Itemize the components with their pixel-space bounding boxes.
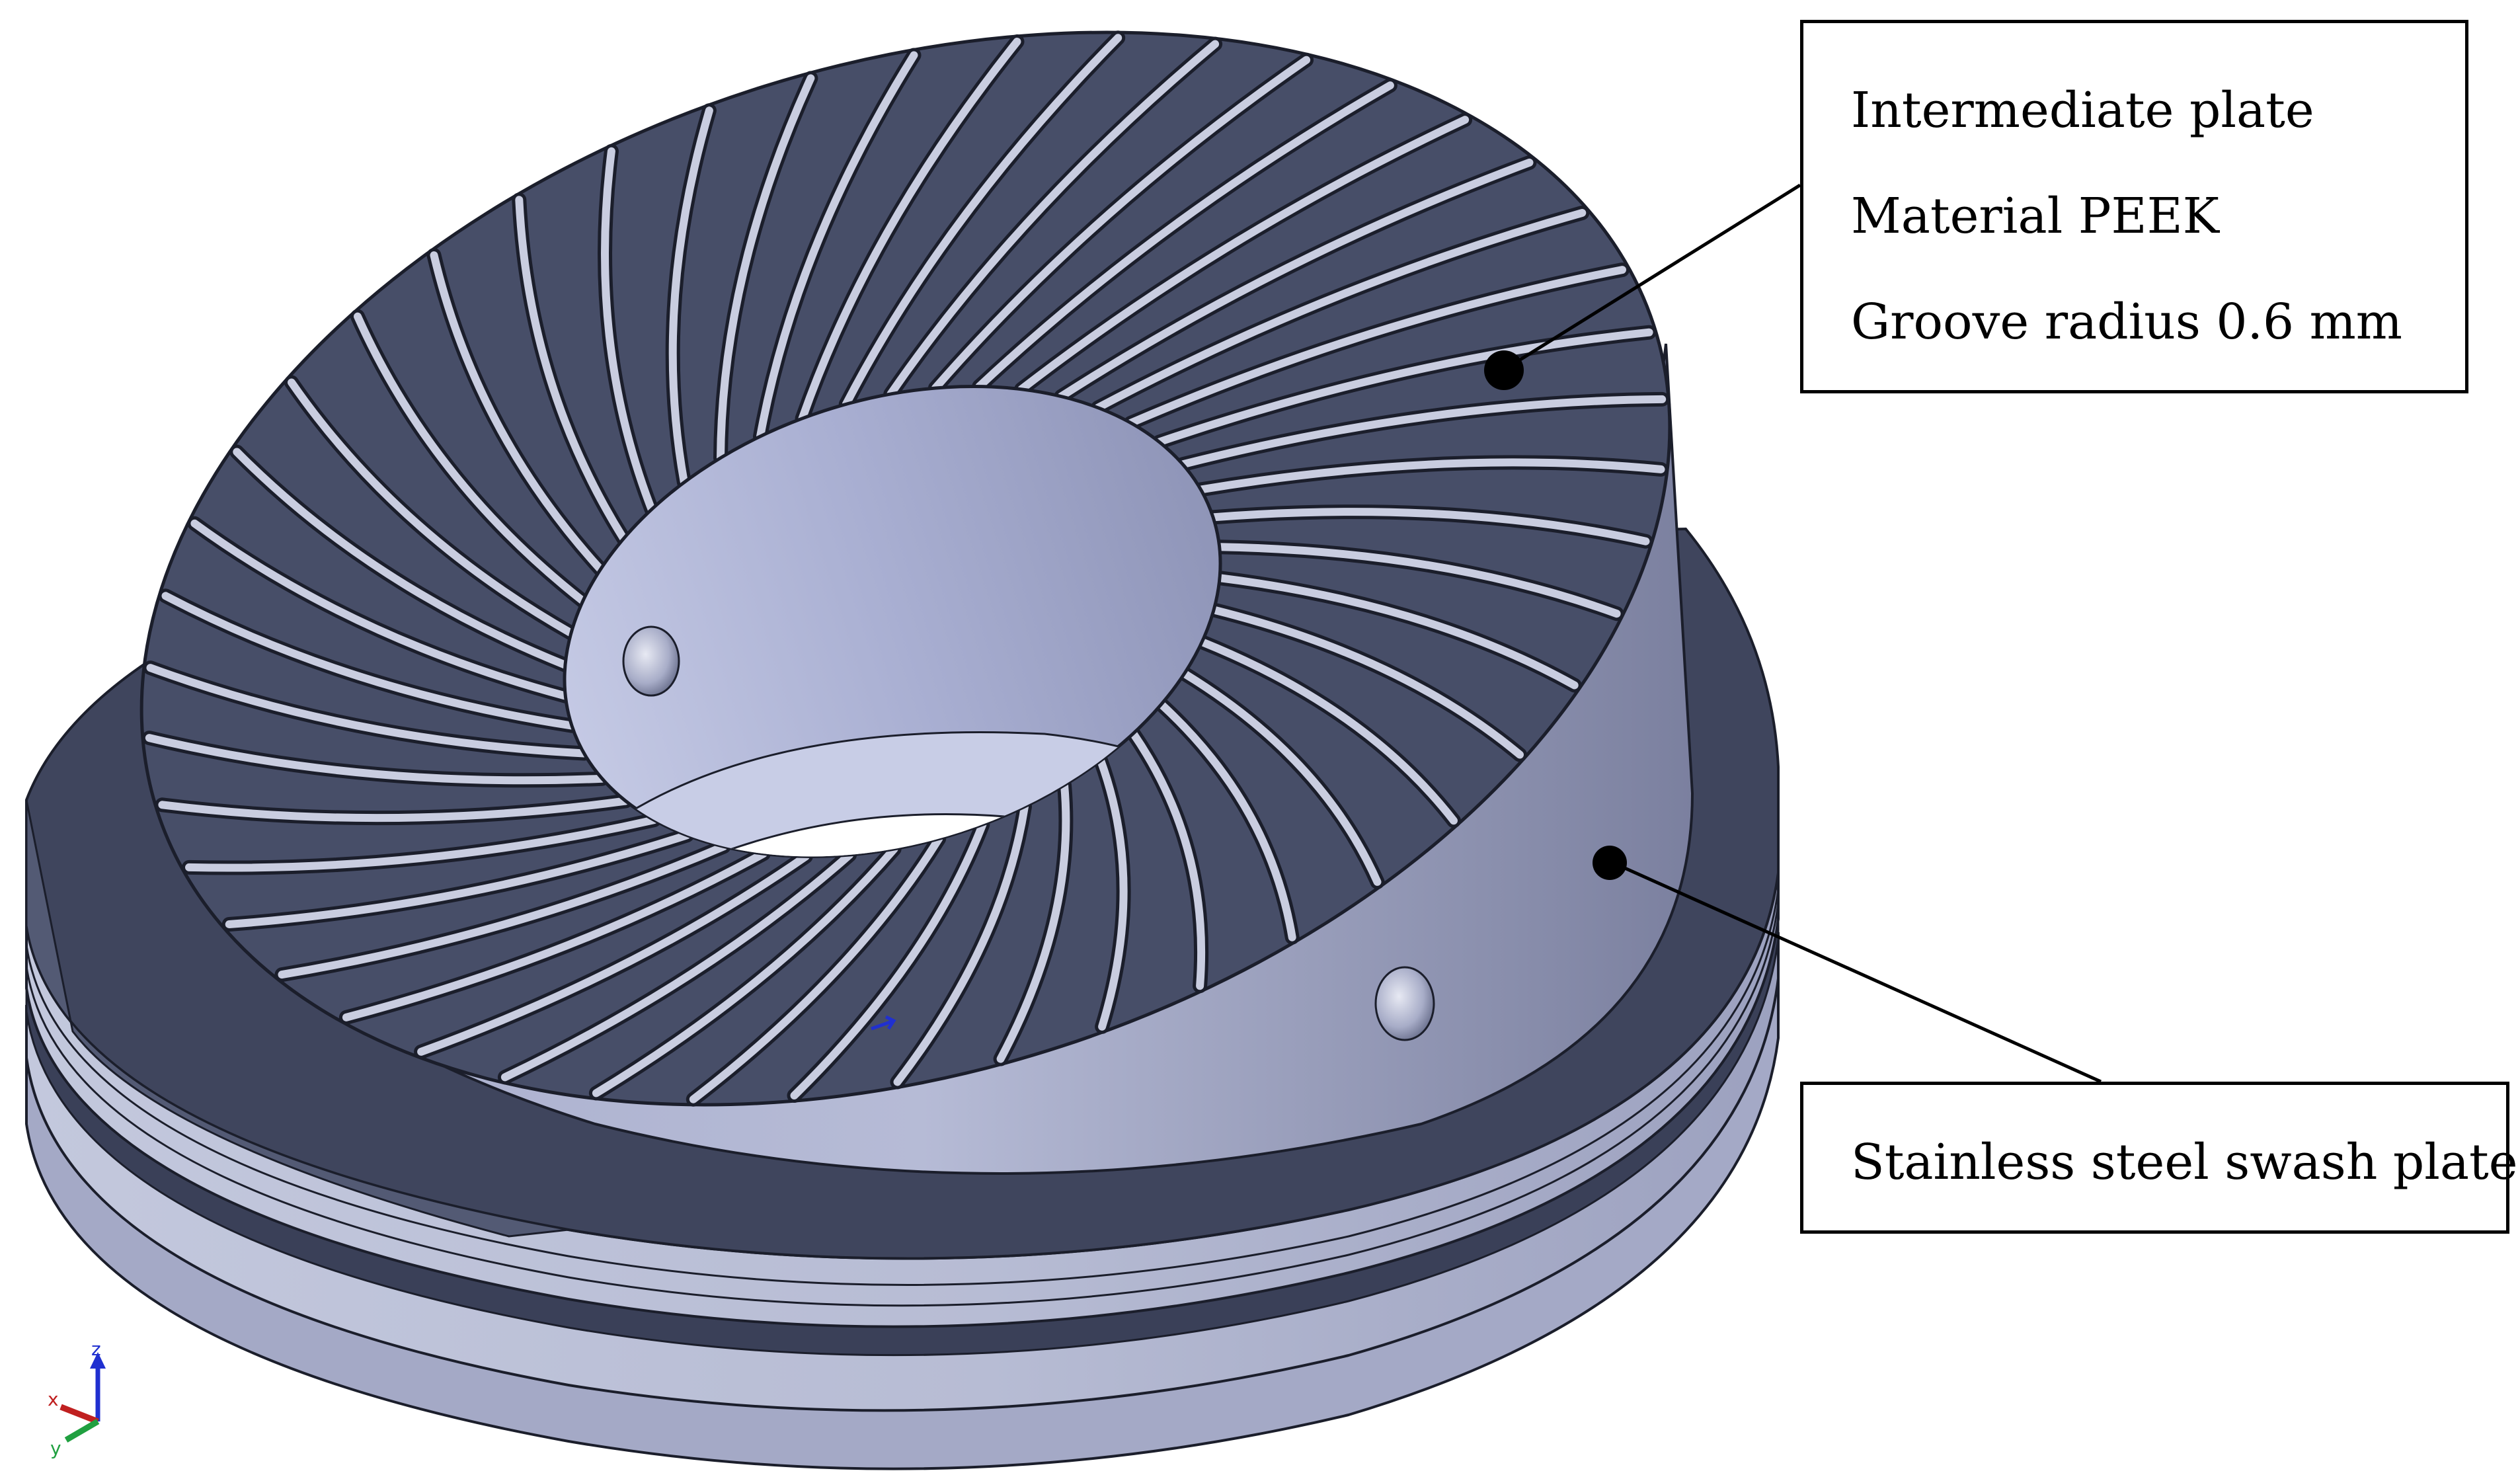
groove — [1057, 158, 1534, 401]
groove-set — [141, 30, 1670, 1107]
groove — [996, 781, 1070, 1063]
groove — [842, 34, 1122, 409]
triad-y-label: y — [50, 1437, 61, 1459]
groove — [146, 664, 588, 758]
groove — [1180, 669, 1382, 886]
intermediate-plate-face — [139, 30, 1672, 1107]
groove — [417, 852, 810, 1056]
triad-x-label: x — [48, 1388, 59, 1410]
swash-plate-marker-dot — [1593, 846, 1627, 880]
groove — [1179, 395, 1667, 469]
groove — [1126, 266, 1626, 427]
groove — [185, 816, 658, 872]
groove — [354, 312, 587, 606]
groove — [1216, 574, 1579, 690]
groove — [1197, 458, 1665, 494]
flange-left-facet — [25, 799, 569, 1238]
base-band-line-2 — [25, 902, 1780, 1307]
callout-line-part-name: Intermediate plate — [1851, 82, 2314, 139]
groove — [601, 147, 656, 514]
groove — [278, 842, 728, 979]
callout-intermediate-plate: Intermediate plate Material PEEK Groove … — [1800, 20, 2468, 393]
groove — [145, 734, 606, 785]
groove — [668, 106, 713, 487]
groove — [515, 196, 628, 543]
groove — [342, 850, 768, 1021]
groove — [756, 51, 918, 441]
groove — [288, 378, 575, 637]
coordinate-triad: z x y — [48, 1338, 106, 1459]
leader-intermediate-plate — [1507, 183, 1801, 369]
groove — [1215, 543, 1621, 618]
groove — [430, 251, 605, 574]
groove — [190, 519, 570, 700]
groove — [886, 40, 1220, 398]
groove — [1210, 606, 1524, 759]
triad-z-arrow — [90, 1352, 106, 1369]
triad-y-axis — [64, 1419, 100, 1443]
callout-swash-plate: Stainless steel swash plate — [1800, 1082, 2518, 1234]
groove — [1097, 756, 1128, 1031]
center-axis-marker — [871, 1015, 896, 1031]
callout-line-groove-radius: Groove radius 0.6 mm — [1851, 294, 2402, 350]
groove — [790, 820, 987, 1099]
groove — [1093, 209, 1587, 412]
triad-x-axis — [59, 1404, 99, 1425]
wall-pin-hole — [1374, 966, 1435, 1041]
base-band-line-1 — [25, 889, 1780, 1286]
triad-z-label: z — [91, 1338, 101, 1360]
callout-line-swash-plate: Stainless steel swash plate — [1851, 1134, 2518, 1191]
groove — [592, 845, 898, 1098]
groove — [158, 797, 630, 822]
groove — [1129, 729, 1206, 990]
intermediate-plate-marker-dot — [1484, 350, 1524, 390]
groove — [717, 74, 815, 462]
groove — [1155, 328, 1653, 446]
groove — [500, 851, 854, 1082]
callout-line-material: Material PEEK — [1851, 188, 2219, 245]
groove — [1157, 700, 1296, 941]
groove — [931, 56, 1311, 392]
groove — [975, 81, 1394, 391]
groove — [893, 802, 1029, 1086]
groove — [233, 448, 569, 669]
groove — [689, 834, 943, 1103]
groove — [161, 592, 576, 730]
leader-swash-plate — [1612, 861, 2102, 1084]
groove — [798, 38, 1021, 422]
groove — [1198, 637, 1458, 825]
groove — [225, 831, 691, 928]
groove — [1209, 508, 1650, 545]
leader-lines — [1507, 183, 2102, 1084]
groove — [1017, 116, 1470, 393]
bore-pin-hole — [622, 625, 680, 697]
